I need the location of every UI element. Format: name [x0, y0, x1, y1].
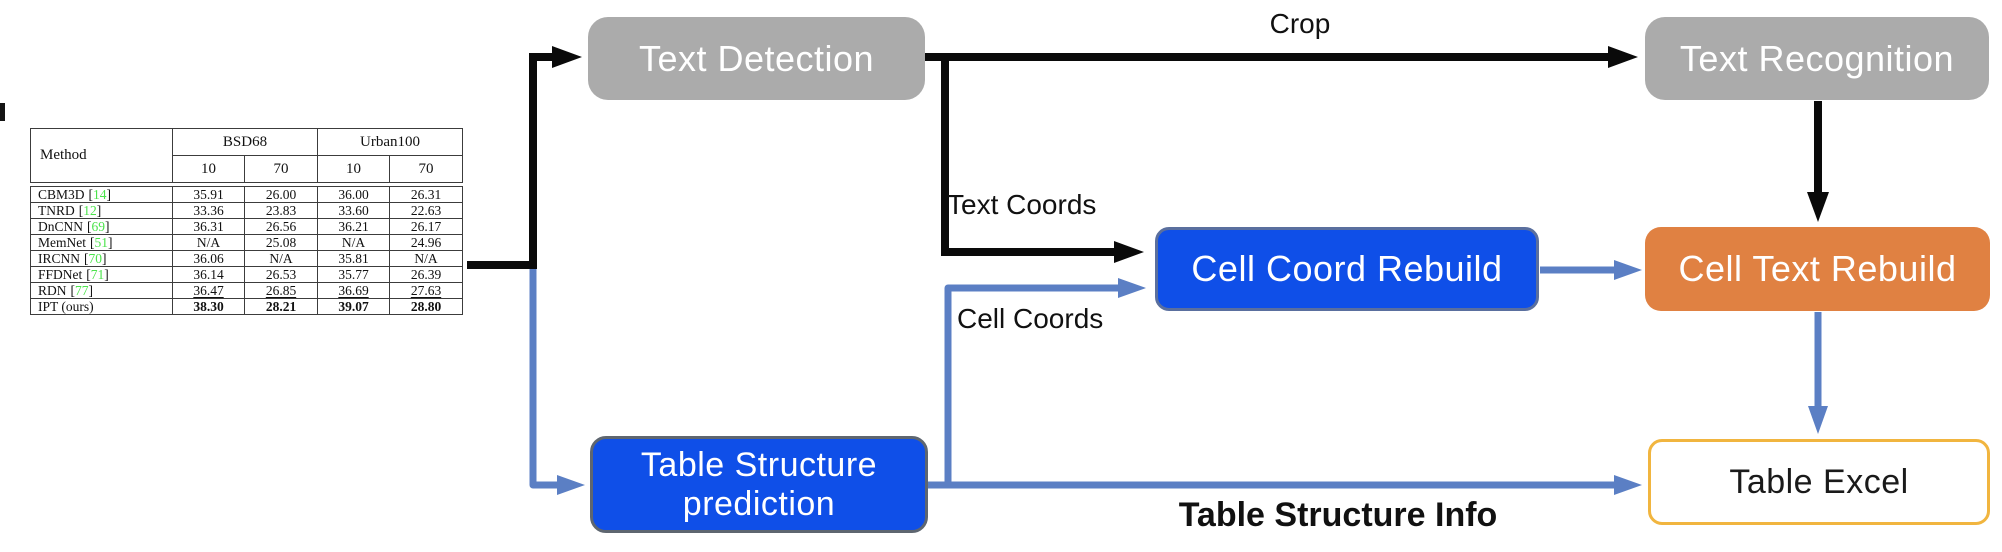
cell-value: 36.14 — [172, 266, 245, 283]
cell-value: 33.36 — [172, 202, 245, 219]
cell-value: 22.63 — [389, 202, 463, 219]
citation-ref: 77 — [75, 283, 89, 298]
citation-ref: 12 — [83, 203, 97, 218]
cell-value: 39.07 — [317, 298, 390, 315]
cell-value: 36.47 — [172, 282, 245, 299]
cell-value: N/A — [244, 250, 318, 267]
method-name: RDN — [38, 283, 67, 298]
cell-value: 26.31 — [389, 186, 463, 203]
node-label: Cell Text Rebuild — [1678, 248, 1957, 289]
cell-value: N/A — [389, 250, 463, 267]
cell-value: 28.80 — [389, 298, 463, 315]
node-label: Text Recognition — [1679, 37, 1955, 79]
cell-value: N/A — [317, 234, 390, 251]
input-table-image: Method BSD68 Urban100 10 70 10 70 CBM3D[… — [30, 128, 463, 315]
method-name: TNRD — [38, 203, 75, 218]
method-name: IPT (ours) — [38, 299, 94, 314]
node-label: Cell Coord Rebuild — [1191, 248, 1503, 289]
cell-value: 28.21 — [244, 298, 318, 315]
method-name: FFDNet — [38, 267, 83, 282]
table-row: IPT (ours) 38.30 28.21 39.07 28.80 — [30, 298, 463, 315]
table-row: CBM3D[14] 35.91 26.00 36.00 26.31 — [30, 186, 463, 203]
node-label-line1: Table Structure — [640, 446, 878, 485]
col-group-bsd68: BSD68 — [172, 128, 318, 156]
col-header-method: Method — [30, 128, 173, 183]
edge-label-table-structure-info: Table Structure Info — [1178, 496, 1498, 534]
table-row: RDN[77] 36.47 26.85 36.69 27.63 — [30, 282, 463, 299]
method-name: DnCNN — [38, 219, 84, 234]
edge-text-coords — [941, 53, 1144, 263]
citation-ref: 71 — [90, 267, 105, 282]
cell-value: 36.00 — [317, 186, 390, 203]
node-label-line2: prediction — [682, 484, 836, 523]
cell-value: 36.31 — [172, 218, 245, 235]
node-table-excel: Table Excel — [1648, 439, 1990, 525]
cell-value: 35.77 — [317, 266, 390, 283]
scan-artifact-mark — [0, 103, 5, 121]
cell-value: 26.53 — [244, 266, 318, 283]
table-header: Method BSD68 Urban100 10 70 10 70 — [30, 128, 463, 183]
cell-value: 23.83 — [244, 202, 318, 219]
edge-table-to-text-detection — [467, 46, 582, 269]
edge-label-cell-coords: Cell Coords — [957, 303, 1104, 334]
cell-value: 25.08 — [244, 234, 318, 251]
sub-header: 70 — [244, 155, 318, 183]
cell-value: 38.30 — [172, 298, 245, 315]
cell-value: 26.39 — [389, 266, 463, 283]
edge-label-text-coords: Text Coords — [947, 189, 1097, 220]
cell-value: 36.21 — [317, 218, 390, 235]
citation-ref: 51 — [94, 235, 109, 250]
node-table-structure-prediction: Table Structure prediction — [590, 436, 928, 533]
table-body: CBM3D[14] 35.91 26.00 36.00 26.31 TNRD[1… — [30, 186, 463, 315]
cell-value: 35.81 — [317, 250, 390, 267]
node-label: Table Excel — [1729, 462, 1909, 501]
cell-value: 26.85 — [244, 282, 318, 299]
node-text-recognition: Text Recognition — [1645, 17, 1989, 100]
node-label: Text Detection — [638, 37, 875, 79]
col-group-urban100: Urban100 — [317, 128, 463, 156]
citation-ref: 69 — [91, 219, 106, 234]
cell-value: 33.60 — [317, 202, 390, 219]
cell-value: 26.00 — [244, 186, 318, 203]
cell-value: N/A — [172, 234, 245, 251]
node-cell-coord-rebuild: Cell Coord Rebuild — [1155, 227, 1539, 311]
node-text-detection: Text Detection — [588, 17, 925, 100]
cell-value: 26.56 — [244, 218, 318, 235]
cell-value: 36.69 — [317, 282, 390, 299]
table-row: DnCNN[69] 36.31 26.56 36.21 26.17 — [30, 218, 463, 235]
table-row: MemNet[51] N/A 25.08 N/A 24.96 — [30, 234, 463, 251]
sub-header: 10 — [172, 155, 245, 183]
table-row: FFDNet[71] 36.14 26.53 35.77 26.39 — [30, 266, 463, 283]
table-row: TNRD[12] 33.36 23.83 33.60 22.63 — [30, 202, 463, 219]
cell-value: 24.96 — [389, 234, 463, 251]
sub-header: 10 — [317, 155, 390, 183]
method-name: MemNet — [38, 235, 86, 250]
cell-value: 35.91 — [172, 186, 245, 203]
table-row: IRCNN[70] 36.06 N/A 35.81 N/A — [30, 250, 463, 267]
cell-value: 26.17 — [389, 218, 463, 235]
edge-to-table-structure-prediction — [529, 260, 585, 495]
cell-value: 36.06 — [172, 250, 245, 267]
method-name: CBM3D — [38, 187, 85, 202]
method-name: IRCNN — [38, 251, 81, 266]
citation-ref: 70 — [88, 251, 103, 266]
edge-label-crop: Crop — [1269, 8, 1331, 39]
node-cell-text-rebuild: Cell Text Rebuild — [1645, 227, 1990, 311]
sub-header: 70 — [389, 155, 463, 183]
edge-cell-coords — [944, 278, 1146, 488]
cell-value: 27.63 — [389, 282, 463, 299]
citation-ref: 14 — [93, 187, 107, 202]
